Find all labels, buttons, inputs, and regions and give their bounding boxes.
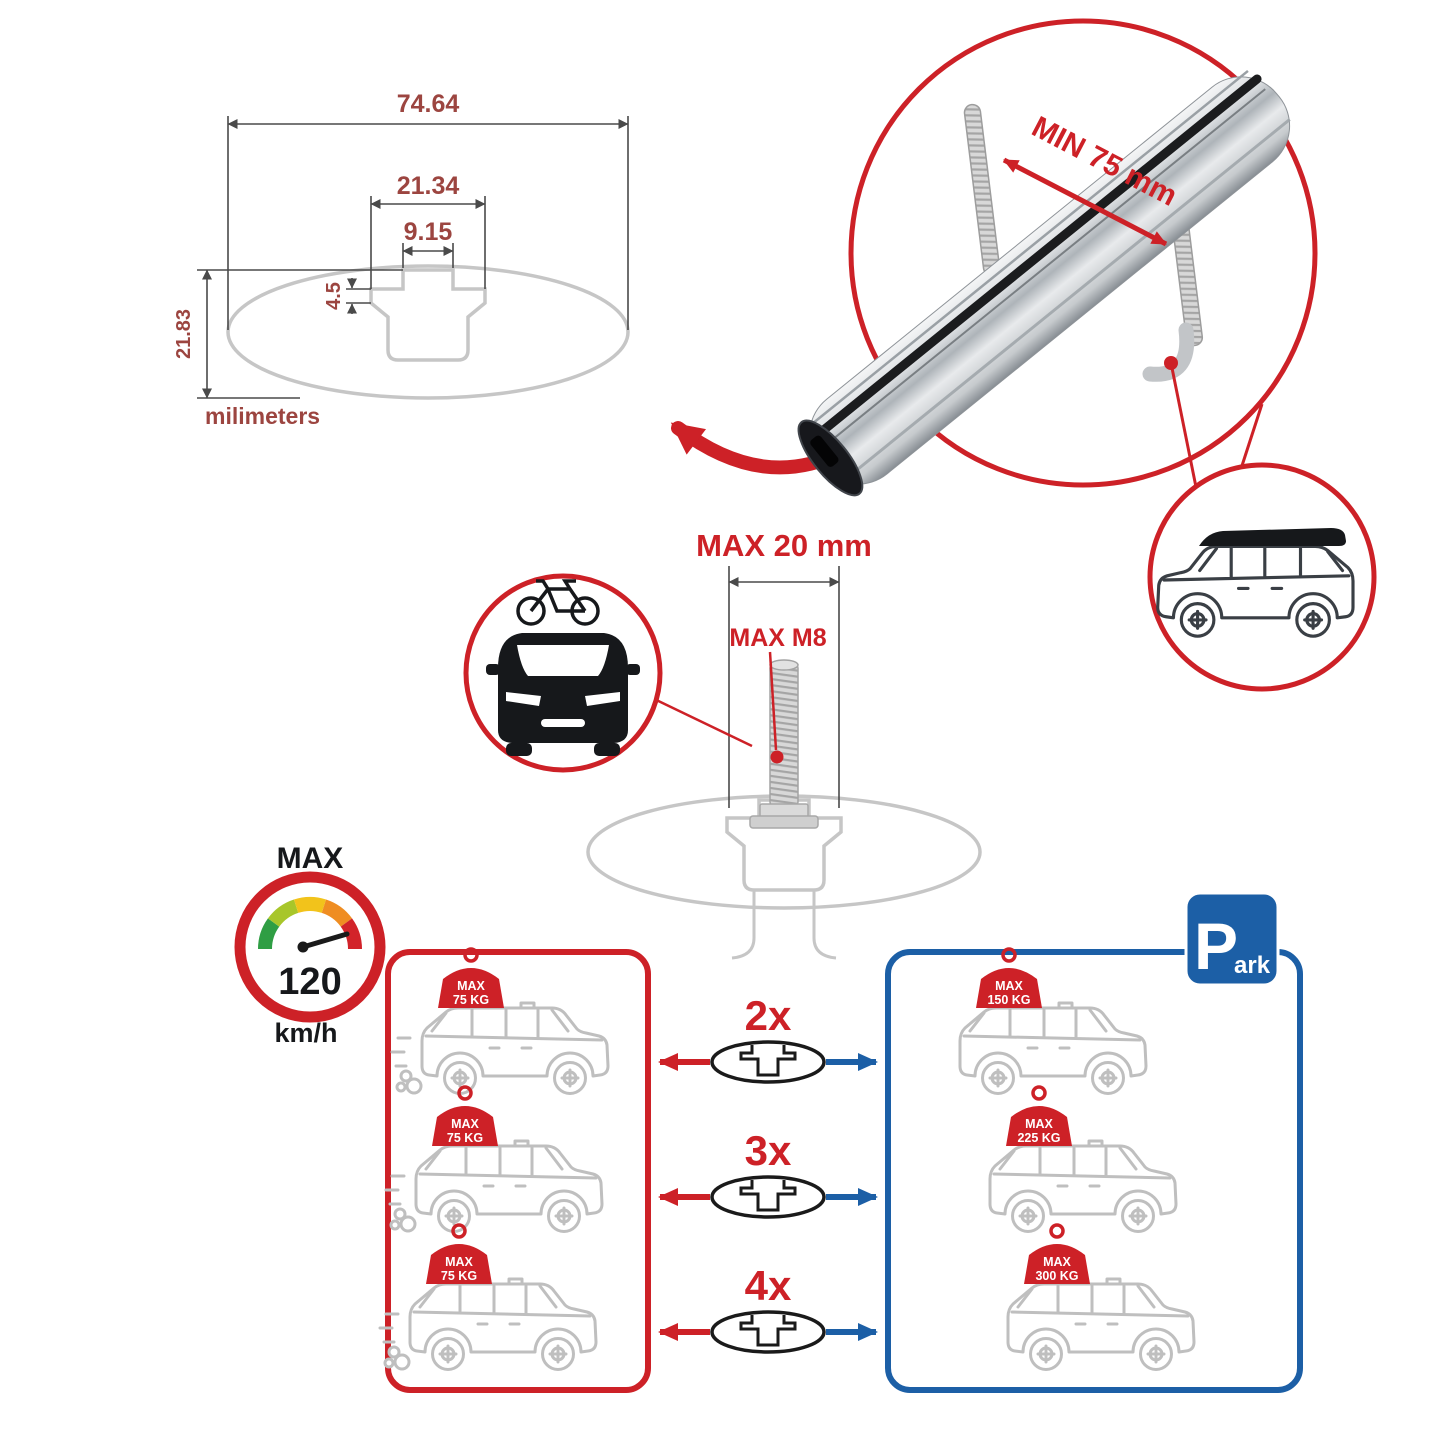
roof-load-badge: MAX 75 KG [432,1085,498,1146]
roof-load-badge: MAX 75 KG [438,947,504,1008]
u-bolt-icon [963,103,1001,277]
callout-leader [647,694,753,748]
roof-load-badge: MAX 150 KG [976,947,1042,1008]
load-value: 75 KG [453,993,489,1007]
profile-t-slot-channel [369,268,487,362]
load-label: MAX [451,1117,479,1131]
roofbox-car-icon [1156,528,1355,638]
load-value: 150 KG [987,993,1030,1007]
crossbar-photo [797,69,1291,497]
max-depth-label: MAX 20 mm [696,528,872,563]
roofbox-car-callout [1147,462,1377,692]
dim-label-lip-height: 4.5 [323,282,345,310]
callout-circle [848,18,1318,488]
crossbar-closeup-callout: MIN 75 mm [797,18,1318,497]
load-label: MAX [1025,1117,1053,1131]
dim-label-slot-inner: 9.15 [404,218,453,246]
thread-point-dot [770,750,784,764]
multiplier-label: 2x [745,992,792,1039]
bike-clearance-callout [463,573,753,773]
load-value: 225 KG [1017,1131,1060,1145]
t-bolt-icon [749,659,819,829]
gauge-needle [300,931,350,950]
load-value: 75 KG [447,1131,483,1145]
max-thread-label: MAX M8 [729,624,826,652]
load-label: MAX [995,979,1023,993]
crossbar-profile-icon [710,1175,826,1219]
car-front-icon [486,633,640,756]
car-driving-2: MAX 75 KG [384,1085,604,1233]
roof-load-badge: MAX 225 KG [1006,1085,1072,1146]
dim-slot-outer: 21.34 [370,172,486,289]
car-parked-1: MAX 150 KG [958,947,1148,1095]
car-parked-3: MAX 300 KG [1006,1223,1196,1371]
callout-leader [1169,362,1198,488]
bolt-spec-diagram: MAX 20 mm MAX M8 [586,528,982,960]
car-driving-1: MAX 75 KG [390,947,610,1095]
speed-unit: km/h [274,1018,337,1048]
dim-slot-inner: 9.15 [402,218,454,268]
dim-label-total-width: 74.64 [397,90,460,118]
load-value: 75 KG [441,1269,477,1283]
park-sign-suffix: ark [1234,952,1271,979]
crossbar-count-row-1: 2x [658,992,878,1084]
crossbar-count-row-2: 3x [658,1127,878,1219]
multiplier-label: 4x [745,1262,792,1309]
bicycle-icon [516,579,600,626]
roof-load-badge: MAX 75 KG [426,1223,492,1284]
speed-max-label: MAX [277,842,344,875]
roof-load-badge: MAX 300 KG [1024,1223,1090,1284]
speed-value: 120 [278,961,341,1003]
dim-label-slot-outer: 21.34 [397,172,460,200]
multiplier-label: 3x [745,1127,792,1174]
load-label: MAX [457,979,485,993]
park-sign-letter: P [1194,909,1238,983]
roof-box-icon [1199,528,1346,546]
units-label: milimeters [205,403,320,429]
car-parked-2: MAX 225 KG [988,1085,1178,1233]
thread-leader [768,651,778,751]
u-bolt-curve [1142,322,1195,382]
profile-legs [731,889,837,960]
dim-total-width: 74.64 [227,90,629,330]
crossbar-profile-icon [710,1040,826,1084]
speed-limit-gauge: MAX 120 km/h [234,842,386,1048]
dim-total-height: 21.83 [173,269,403,399]
park-sign: P ark [1184,891,1280,987]
car-driving-3: MAX 75 KG [378,1223,598,1371]
dim-lip-height: 4.5 [323,278,371,314]
crossbar-count-row-3: 4x [658,1262,878,1354]
load-label: MAX [445,1255,473,1269]
load-value: 300 KG [1035,1269,1078,1283]
load-label: MAX [1043,1255,1071,1269]
dim-label-total-height: 21.83 [173,309,195,359]
crossbar-profile-icon [710,1310,826,1354]
dim-max-depth: MAX 20 mm [696,528,872,808]
crossbar-cross-section-diagram: 74.64 21.34 9.15 4.5 21.83 milimeters [173,90,630,429]
gauge-needle-pivot [297,941,309,953]
gauge-arcs [257,897,363,950]
min-spacing-arrow [1002,157,1168,247]
